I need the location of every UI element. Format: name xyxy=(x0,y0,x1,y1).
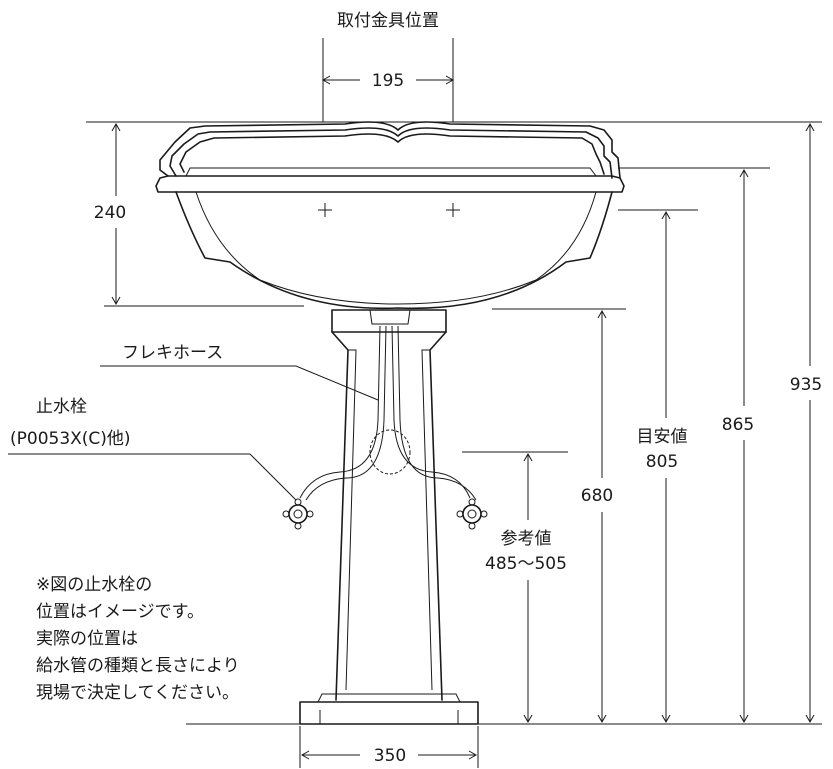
reference-range: 485～505 xyxy=(485,554,567,574)
flex-hose-label: フレキホース xyxy=(122,343,223,363)
note-line: 給水管の種類と長さにより xyxy=(36,656,240,676)
stop-valve-right xyxy=(456,498,488,530)
guide-value: 805 xyxy=(646,452,678,472)
text-labels: 取付金具位置 195 240 350 680 865 935 目安値 805 参… xyxy=(10,11,822,766)
dim-bowl-height: 240 xyxy=(94,203,126,223)
dim-base-width: 350 xyxy=(374,746,406,766)
dimension-lines xyxy=(8,38,822,768)
note-line: ※図の止水栓の xyxy=(36,575,152,595)
note-line: 実際の位置は xyxy=(36,629,138,649)
reference-title: 参考値 xyxy=(501,529,552,549)
stop-valve-label: 止水栓 xyxy=(36,397,87,417)
dim-bracket-spacing: 195 xyxy=(372,71,404,91)
dim-drain-height: 680 xyxy=(581,486,613,506)
note-line: 位置はイメージです。 xyxy=(36,602,204,622)
title-bracket-position: 取付金具位置 xyxy=(337,11,439,31)
stop-valve-left xyxy=(282,498,314,530)
stop-valve-model: (P0053X(C)他) xyxy=(10,429,131,449)
guide-value-title: 目安値 xyxy=(637,427,688,447)
pedestal xyxy=(299,309,479,725)
note-line: 現場で決定してください。 xyxy=(36,683,239,703)
dim-overall-height: 935 xyxy=(790,375,822,395)
sink-bowl xyxy=(155,121,625,310)
flex-hoses xyxy=(299,325,477,501)
dim-rim-height: 865 xyxy=(722,415,754,435)
